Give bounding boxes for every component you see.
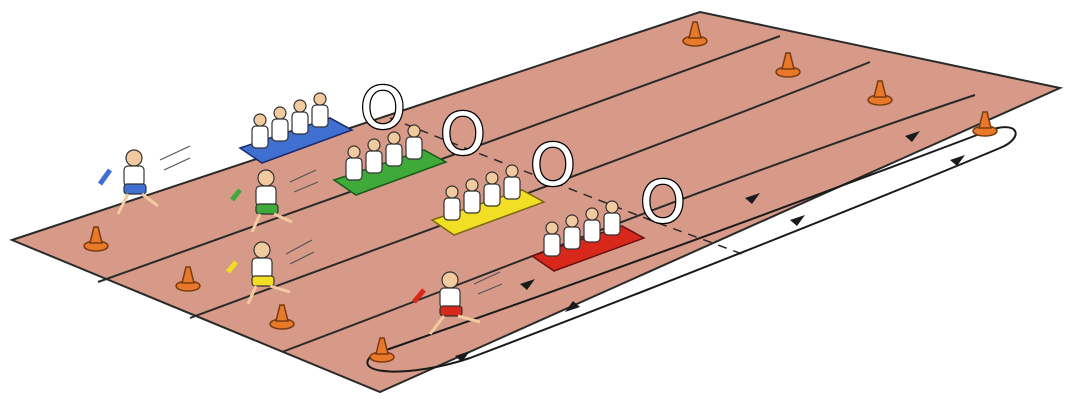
start-line: [389, 117, 746, 256]
team-marker-green: O: [440, 100, 486, 168]
team-green-group: [332, 124, 448, 196]
cone-icon: [83, 226, 109, 252]
team-marker-yellow: O: [530, 131, 576, 199]
cone-icon: [867, 80, 893, 106]
runner-blue: [97, 145, 191, 215]
team-red-group: [530, 200, 646, 272]
cones: [83, 21, 998, 363]
runner-green: [230, 169, 319, 233]
cone-icon: [175, 266, 201, 292]
cone-icon: [369, 337, 395, 363]
path-arrows: [455, 131, 965, 362]
team-yellow-group: [430, 164, 546, 236]
cone-icon: [682, 21, 708, 47]
team-marker-blue: O: [360, 74, 406, 142]
cone-icon: [775, 52, 801, 78]
team-blue-group: [238, 92, 354, 164]
cone-icon: [972, 111, 998, 137]
runner-red: [412, 271, 503, 335]
team-marker-red: O: [640, 168, 686, 236]
cone-icon: [269, 304, 295, 330]
runner-yellow: [226, 239, 315, 305]
